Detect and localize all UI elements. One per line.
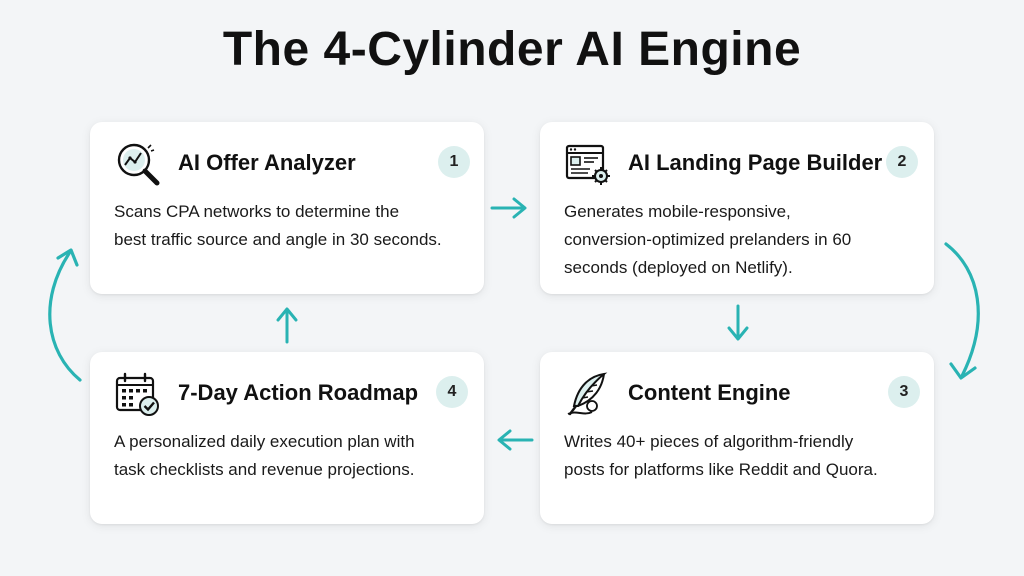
step-number-badge: 2 [886,146,918,178]
arrow-right-icon [490,197,527,219]
step-number-badge: 1 [438,146,470,178]
card-ai-offer-analyzer: AI Offer Analyzer 1 Scans CPA networks t… [90,122,484,294]
arrow-down-icon [727,304,749,341]
calendar-check-icon [115,372,159,416]
card-title: 7-Day Action Roadmap [178,380,419,405]
step-number-badge: 3 [888,376,920,408]
curved-arrow-down-icon [944,242,980,380]
card-title: Content Engine [628,380,791,405]
card-ai-landing-page-builder: AI Landing Page Builder 2 Generates mobi… [540,122,934,294]
curved-arrow-up-icon [48,248,82,382]
card-description: Generates mobile-responsive, conversion-… [564,202,852,277]
webpage-gear-icon [565,144,610,185]
card-description: Scans CPA networks to determine the best… [114,202,442,249]
magnifier-chart-icon [117,143,160,186]
step-number-badge: 4 [436,376,468,408]
card-title: AI Landing Page Builder [628,150,883,175]
card-description: A personalized daily execution plan with… [114,432,415,479]
arrow-left-icon [497,429,534,451]
card-7-day-action-roadmap: 7-Day Action Roadmap 4 A personalized da… [90,352,484,524]
arrow-up-icon [276,307,298,344]
page-title: The 4-Cylinder AI Engine [222,23,802,76]
card-content-engine: Content Engine 3 Writes 40+ pieces of al… [540,352,934,524]
card-title: AI Offer Analyzer [178,150,356,175]
quill-icon [567,372,608,416]
card-description: Writes 40+ pieces of algorithm-friendly … [564,432,878,479]
